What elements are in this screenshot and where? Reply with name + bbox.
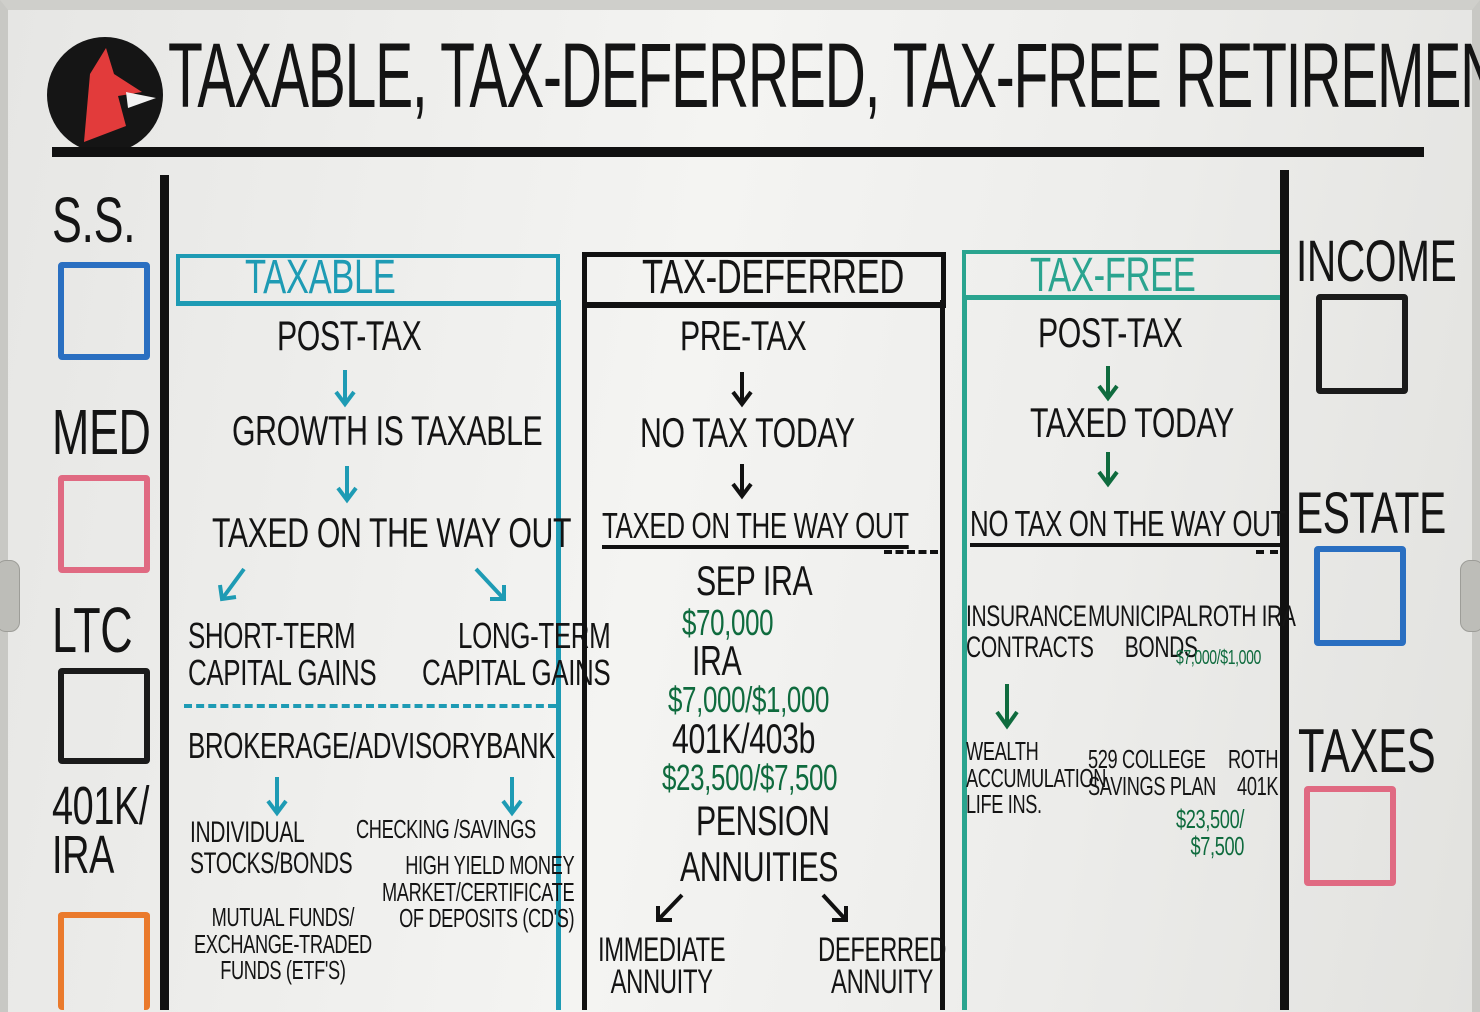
tax-deferred-sep-ira: SEP IRA [696, 557, 813, 604]
cardinal-logo-icon [47, 37, 163, 153]
taxable-header-box [176, 254, 560, 306]
taxes-checkbox[interactable] [1304, 786, 1396, 886]
taxable-arrow-4-icon [501, 777, 523, 817]
tax-free-municipal: MUNICIPAL BONDS [1088, 600, 1198, 664]
taxable-long-term: LONG-TERM CAPITAL GAINS [422, 615, 611, 693]
frame-clip-right [1460, 560, 1480, 632]
tax-free-dashed-line [1256, 550, 1278, 554]
tax-deferred-deferred: DEFERRED ANNUITY [818, 931, 947, 1002]
tax-free-taxed-today: TAXED TODAY [1030, 399, 1234, 446]
tax-free-post-tax: POST-TAX [1038, 309, 1183, 356]
tax-deferred-arrow-1-icon [731, 372, 753, 408]
board-title: TAXABLE, TAX-DEFERRED, TAX-FREE RETIREME… [168, 25, 1480, 127]
med-checkbox[interactable] [58, 475, 150, 573]
tax-deferred-pre-tax: PRE-TAX [680, 312, 807, 359]
ss-checkbox[interactable] [58, 262, 150, 360]
tax-deferred-401k-amount: $23,500/$7,500 [662, 757, 838, 798]
estate-label: ESTATE [1296, 481, 1446, 546]
tax-deferred-annuities: ANNUITIES [680, 843, 839, 890]
title-underline [52, 147, 1424, 157]
tax-free-arrow-2-icon [1097, 452, 1119, 488]
taxable-post-tax: POST-TAX [277, 312, 422, 359]
tax-deferred-right-border [940, 300, 945, 1010]
estate-checkbox[interactable] [1314, 546, 1406, 646]
taxable-growth: GROWTH IS TAXABLE [232, 407, 543, 454]
taxable-checking: CHECKING /SAVINGS [356, 814, 536, 844]
taxable-brokerage: BROKERAGE/ADVISORY [188, 725, 487, 766]
tax-free-roth-ira-amount: $7,000/$1,000 [1176, 647, 1261, 669]
taxable-bank: BANK [486, 725, 556, 766]
taxes-label: TAXES [1298, 717, 1436, 786]
taxable-arrow-1-icon [334, 370, 356, 408]
ss-label: S.S. [52, 184, 136, 256]
tax-deferred-left-border [582, 300, 587, 1010]
taxable-arrow-left-icon [218, 567, 246, 602]
left-divider [160, 175, 169, 1010]
tax-free-arrow-1-icon [1097, 366, 1119, 402]
tax-free-left-border [962, 296, 967, 1010]
taxable-header: TAXABLE [245, 251, 396, 304]
income-checkbox[interactable] [1316, 294, 1408, 394]
taxable-dashed-line [184, 704, 556, 708]
tax-deferred-arrow-right-icon [821, 893, 848, 922]
tax-deferred-arrow-left-icon [656, 893, 684, 922]
tax-deferred-immediate: IMMEDIATE ANNUITY [598, 931, 726, 1002]
tax-deferred-taxed-out: TAXED ON THE WAY OUT [602, 507, 909, 549]
tax-free-header-box [962, 250, 1280, 300]
right-divider [1280, 170, 1289, 1010]
tax-deferred-pension: PENSION [696, 797, 830, 844]
ltc-checkbox[interactable] [58, 668, 150, 764]
taxable-short-term: SHORT-TERM CAPITAL GAINS [188, 615, 377, 693]
tax-deferred-no-tax-today: NO TAX TODAY [640, 409, 855, 456]
tax-deferred-401k: 401K/403b [672, 715, 816, 762]
tax-deferred-arrow-2-icon [731, 464, 753, 500]
tax-free-roth-ira: ROTH IRA [1198, 600, 1296, 633]
tax-free-wealth: WEALTH ACCUMULATION LIFE INS. [966, 736, 1107, 820]
tax-free-roth-401k: ROTH 401K [1228, 744, 1279, 801]
tax-deferred-ira-amount: $7,000/$1,000 [668, 679, 830, 720]
401k-ira-checkbox[interactable] [58, 912, 150, 1010]
tax-free-roth-401k-amount: $23,500/ $7,500 [1176, 804, 1245, 861]
taxable-high-yield: HIGH YIELD MONEY MARKET/CERTIFICATE OF D… [382, 850, 575, 934]
tax-deferred-ira: IRA [692, 637, 742, 684]
frame-clip-left [0, 560, 20, 632]
taxable-individual: INDIVIDUAL STOCKS/BONDS [190, 816, 353, 880]
401k-ira-label: 401K/ IRA [52, 776, 150, 885]
med-label: MED [52, 396, 151, 468]
taxable-taxed-out: TAXED ON THE WAY OUT [212, 509, 572, 556]
tax-deferred-dashed-line [884, 550, 938, 554]
tax-free-insurance: INSURANCE CONTRACTS [966, 600, 1094, 664]
taxable-arrow-2-icon [336, 466, 358, 504]
taxable-right-border [556, 300, 561, 1010]
tax-free-arrow-3-icon [995, 684, 1019, 730]
ltc-label: LTC [52, 594, 133, 666]
tax-deferred-header-box [582, 252, 946, 308]
taxable-arrow-3-icon [266, 777, 288, 817]
tax-free-no-tax-out: NO TAX ON THE WAY OUT [970, 505, 1286, 547]
tax-deferred-header: TAX-DEFERRED [642, 251, 904, 304]
taxable-arrow-right-icon [474, 567, 506, 601]
taxable-mutual-funds: MUTUAL FUNDS/ EXCHANGE-TRADED FUNDS (ETF… [194, 902, 372, 986]
tax-free-header: TAX-FREE [1030, 249, 1196, 302]
tax-free-529: 529 COLLEGE SAVINGS PLAN [1088, 744, 1216, 801]
income-label: INCOME [1296, 229, 1457, 294]
tax-deferred-sep-amount: $70,000 [682, 602, 774, 643]
